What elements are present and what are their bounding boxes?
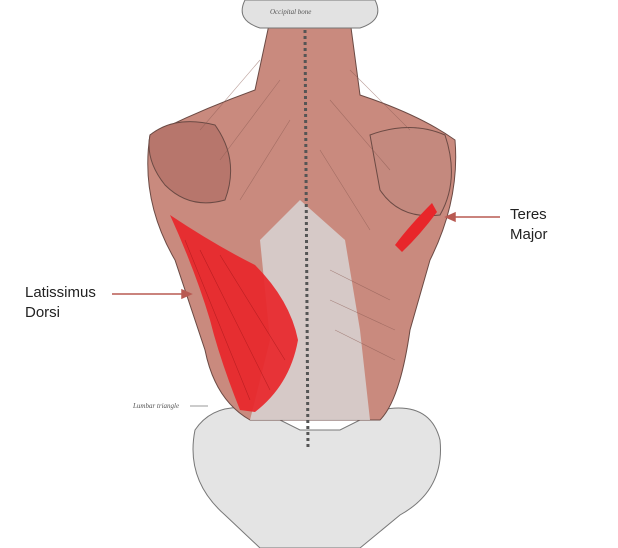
occipital-bone — [241, 0, 379, 29]
occipital-bone-label: Occipital bone — [270, 8, 312, 16]
deltoid-left — [148, 121, 232, 204]
teres-major-line-2: Major — [510, 226, 548, 243]
teres-major-line-1: Teres — [510, 206, 547, 223]
deltoid-right — [369, 127, 452, 217]
latissimus-dorsi-line-1: Latissimus — [25, 284, 96, 301]
latissimus-dorsi-arrow — [112, 288, 193, 300]
latissimus-dorsi-line-2: Dorsi — [25, 304, 61, 321]
latissimus-striations — [184, 239, 286, 401]
spine — [303, 29, 310, 451]
latissimus-dorsi-label: Latissimus Dorsi — [25, 283, 96, 323]
pelvis — [192, 407, 441, 548]
muscle-striations — [199, 59, 411, 361]
lumbar-triangle-label: Lumbar triangle — [133, 402, 180, 410]
teres-major-arrow — [444, 211, 500, 223]
teres-major-label: Teres Major — [510, 205, 548, 245]
teres-major-highlight — [395, 203, 437, 252]
latissimus-dorsi-highlight — [170, 215, 298, 412]
